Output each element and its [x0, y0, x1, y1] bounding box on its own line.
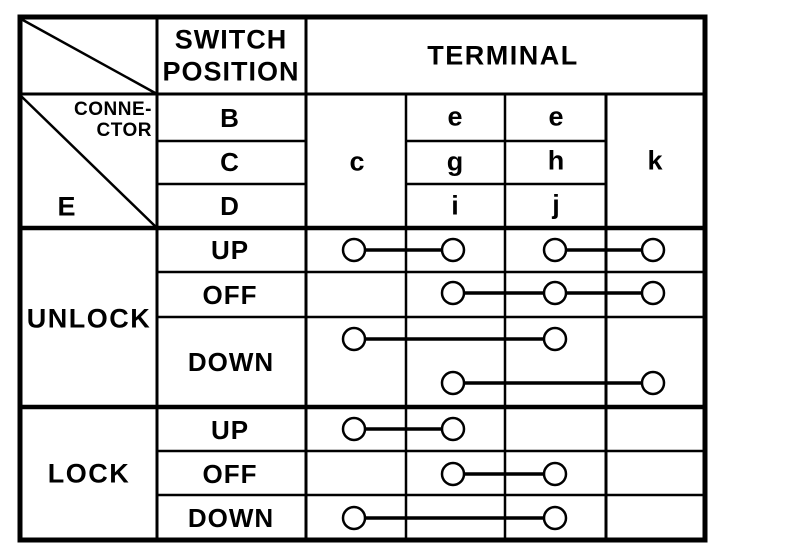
terminal-circle — [341, 416, 367, 442]
terminal-circle — [440, 370, 466, 396]
continuity-link — [542, 237, 666, 263]
unlock-position-off: OFF — [202, 280, 258, 310]
continuity-link — [440, 461, 568, 487]
terminal-circle — [440, 461, 466, 487]
terminal-circle — [542, 505, 568, 531]
switch-row-d: D — [220, 191, 240, 221]
terminal-circle — [440, 416, 466, 442]
connector-label-line2: CTOR — [96, 120, 152, 141]
unlock-position-down: DOWN — [187, 347, 275, 377]
terminal-circle — [542, 326, 568, 352]
lock-position-off: OFF — [202, 459, 258, 489]
terminal-k: k — [647, 145, 663, 176]
terminal-i: i — [451, 190, 459, 221]
switch-row-c: C — [220, 147, 240, 177]
lock-position-down: DOWN — [187, 503, 275, 533]
terminal-circle — [440, 280, 466, 306]
terminal-e-right: e — [548, 101, 564, 132]
terminal-circle — [440, 237, 466, 263]
terminal-c: c — [349, 146, 365, 177]
terminal-circle — [542, 237, 568, 263]
terminal-circle — [542, 280, 568, 306]
unlock-position-up: UP — [210, 235, 250, 265]
continuity-link — [341, 326, 568, 352]
connector-name: E — [57, 191, 77, 222]
terminal-h: h — [547, 145, 565, 176]
continuity-link — [341, 505, 568, 531]
diagonal-divider-connector — [20, 95, 157, 228]
diagonal-divider-top — [20, 17, 158, 96]
continuity-links-layer — [341, 237, 666, 531]
terminal-e-left: e — [447, 101, 463, 132]
terminal-circle — [341, 326, 367, 352]
continuity-link — [341, 416, 466, 442]
terminal-j: j — [552, 189, 560, 220]
switch-position-header-line1: SWITCH — [174, 24, 288, 55]
switch-position-header-line2: POSITION — [162, 56, 300, 87]
terminal-header: TERMINAL — [427, 40, 579, 71]
terminal-circle — [640, 237, 666, 263]
terminal-circle — [640, 280, 666, 306]
lock-position-up: UP — [210, 415, 250, 445]
terminal-circle — [341, 505, 367, 531]
section-label-lock: LOCK — [47, 458, 131, 489]
continuity-link — [341, 237, 466, 263]
terminal-g: g — [446, 146, 464, 177]
grid-lines — [17, 14, 708, 543]
connector-label: CONNE- CTOR — [22, 99, 152, 141]
switch-row-b: B — [220, 103, 240, 133]
terminal-circle — [640, 370, 666, 396]
continuity-link — [440, 370, 666, 396]
terminal-circle — [341, 237, 367, 263]
continuity-link — [440, 280, 666, 306]
outer-border — [17, 14, 708, 543]
section-label-unlock: UNLOCK — [26, 303, 152, 334]
terminal-circle — [542, 461, 568, 487]
connector-label-line1: CONNE- — [74, 99, 152, 120]
